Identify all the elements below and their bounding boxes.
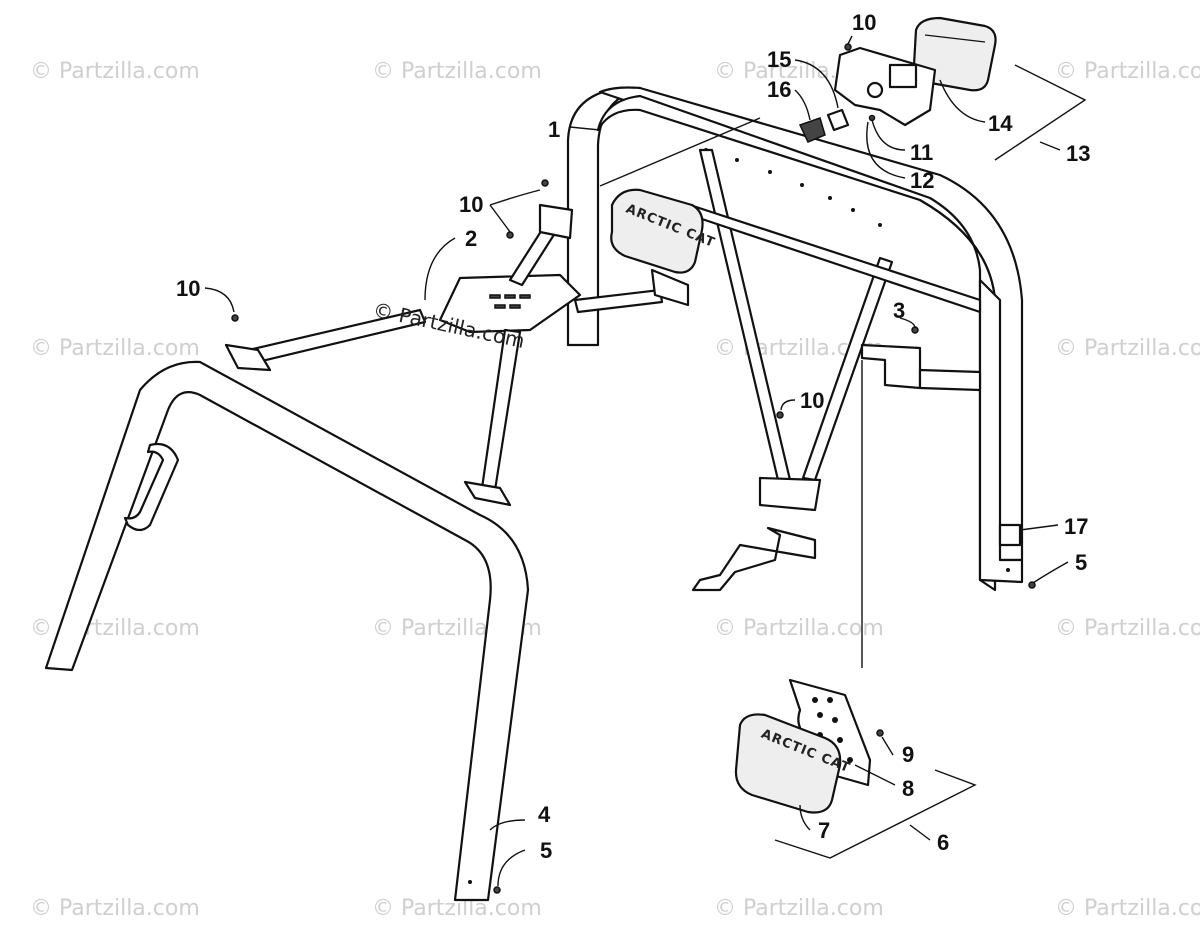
watermark: © Partzilla.com xyxy=(30,896,200,921)
callout-13: 13 xyxy=(1066,141,1090,166)
callout-17: 17 xyxy=(1064,514,1088,539)
callout-3: 3 xyxy=(893,298,905,323)
watermark: © Partzilla.com xyxy=(1055,896,1200,921)
watermark-layer: © Partzilla.com © Partzilla.com © Partzi… xyxy=(30,59,1200,921)
v-brace xyxy=(688,148,982,512)
callout-10-left: 10 xyxy=(176,276,200,301)
callout-2: 2 xyxy=(465,226,477,251)
mount-bracket xyxy=(691,526,817,592)
upper-seat-pad: ARCTIC CAT xyxy=(610,188,717,274)
callout-14: 14 xyxy=(988,111,1013,136)
callout-8: 8 xyxy=(902,776,914,801)
callout-9: 9 xyxy=(902,742,914,767)
callout-5-right: 5 xyxy=(1075,550,1087,575)
lower-pad-assembly: ARCTIC CAT xyxy=(734,678,884,814)
callout-7: 7 xyxy=(818,818,830,843)
tail-light-assembly xyxy=(798,16,997,143)
rear-roll-bar xyxy=(566,86,1024,592)
callout-16: 16 xyxy=(767,77,791,102)
callout-10-mid: 10 xyxy=(800,388,824,413)
callout-1: 1 xyxy=(548,117,560,142)
callout-10-top: 10 xyxy=(852,10,876,35)
callout-6: 6 xyxy=(937,830,949,855)
front-roll-bar xyxy=(44,360,530,902)
callout-10-upper: 10 xyxy=(459,192,483,217)
callouts: 1 2 3 4 5 5 6 7 8 9 10 10 10 10 11 12 13… xyxy=(176,10,1090,863)
watermark: © Partzilla.com xyxy=(714,616,884,641)
watermark: © Partzilla.com xyxy=(1055,59,1200,84)
callout-11: 11 xyxy=(910,140,933,165)
watermark: © Partzilla.com xyxy=(30,59,200,84)
watermark: © Partzilla.com xyxy=(1055,336,1200,361)
cross-brace xyxy=(224,203,690,507)
leader-lines xyxy=(204,35,1087,887)
callout-15: 15 xyxy=(767,47,791,72)
callout-5-lower: 5 xyxy=(540,838,552,863)
watermark: © Partzilla.com xyxy=(372,59,542,84)
watermark: © Partzilla.com xyxy=(1055,616,1200,641)
callout-4: 4 xyxy=(538,802,551,827)
watermark: © Partzilla.com xyxy=(714,896,884,921)
watermark: © Partzilla.com xyxy=(30,336,200,361)
callout-12: 12 xyxy=(910,168,934,193)
